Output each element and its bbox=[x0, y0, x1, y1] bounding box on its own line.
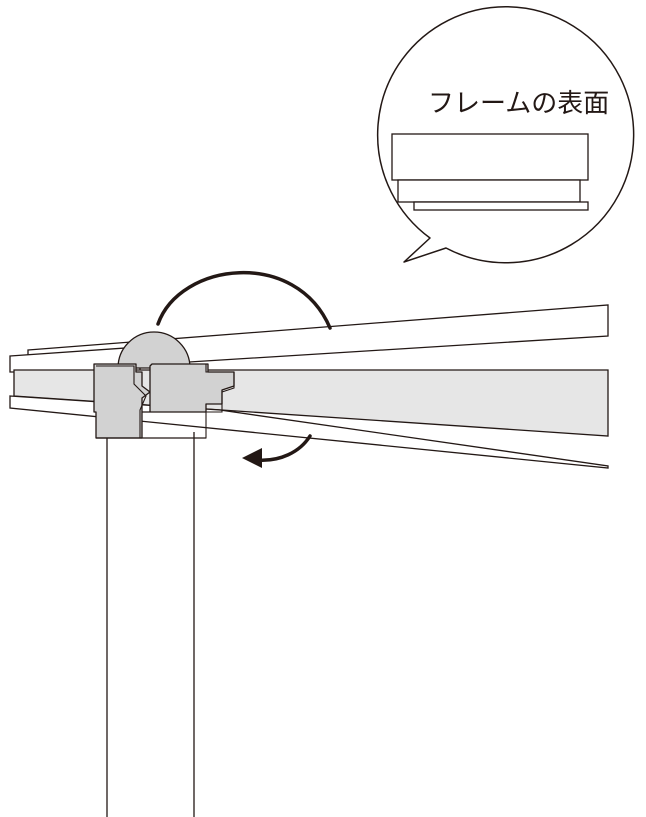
callout-label: フレームの表面 bbox=[428, 89, 609, 119]
top-frame-strip bbox=[9, 304, 609, 373]
zoom-frame-edge bbox=[397, 179, 581, 203]
clamp-block-face bbox=[96, 364, 235, 439]
rotating-knob bbox=[117, 331, 191, 369]
zoom-frame-surface bbox=[391, 133, 589, 181]
rotation-arc-top bbox=[156, 270, 332, 330]
support-posts bbox=[106, 432, 195, 817]
rotate-arrow-icon bbox=[242, 434, 312, 468]
zoom-callout: フレームの表面 bbox=[376, 6, 635, 264]
rotation-arrow-head bbox=[242, 448, 262, 468]
rotation-arc-bottom bbox=[254, 434, 312, 462]
zoom-frame-base bbox=[413, 201, 589, 211]
